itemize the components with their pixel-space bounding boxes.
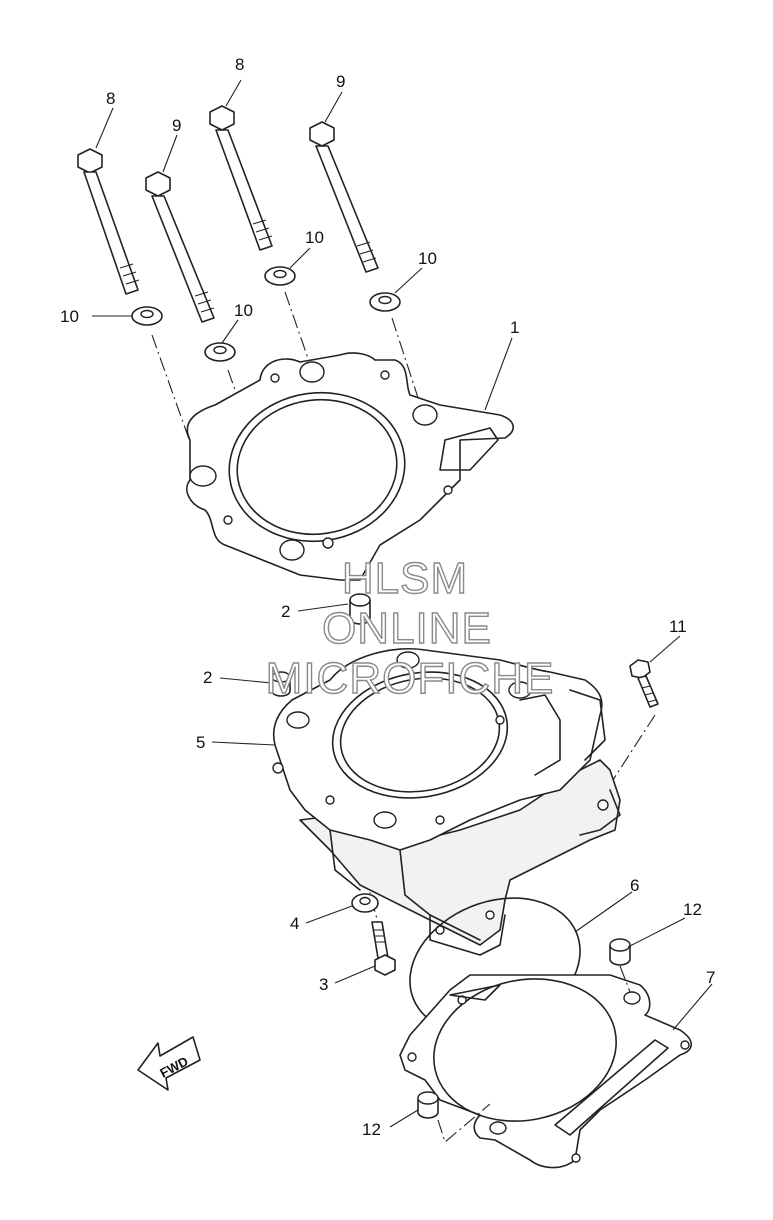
callout-9a: 9 (172, 116, 181, 135)
washer-4[interactable] (351, 893, 379, 913)
cylinder-base-gasket[interactable] (399, 962, 693, 1169)
watermark: HLSM ONLINE MICROFICHE (265, 553, 555, 703)
cylinder-head-gasket[interactable] (186, 352, 514, 581)
callout-2a: 2 (281, 602, 290, 621)
watermark-line-3: MICROFICHE (266, 654, 555, 703)
callout-11: 11 (669, 617, 687, 636)
callout-8a: 8 (106, 89, 115, 108)
callout-2b: 2 (203, 668, 212, 687)
callout-12a: 12 (683, 900, 702, 919)
callout-6: 6 (630, 876, 639, 895)
callout-10d: 10 (418, 249, 437, 268)
bolt-9-right[interactable] (309, 121, 379, 273)
cylinder-block[interactable] (272, 647, 621, 956)
callout-1: 1 (510, 318, 519, 337)
callout-4: 4 (290, 914, 299, 933)
callout-3: 3 (319, 975, 328, 994)
bolt-11[interactable] (629, 659, 659, 708)
bolt-3[interactable] (371, 921, 396, 976)
bolt-8-right[interactable] (209, 105, 273, 251)
leader-lines (92, 79, 713, 1128)
callout-5: 5 (196, 733, 205, 752)
watermark-line-2: ONLINE (322, 604, 492, 653)
washer-10-b[interactable] (204, 342, 236, 362)
washer-10-d[interactable] (369, 292, 401, 312)
washer-10-c[interactable] (264, 266, 296, 286)
dowel-12-upper-center (619, 965, 631, 993)
dowel-12-lower-center (437, 1103, 491, 1143)
dowel-2-lower[interactable] (271, 671, 291, 697)
callout-10a: 10 (60, 307, 79, 326)
fwd-arrow-icon: FWD (137, 1036, 201, 1091)
callout-9b: 9 (336, 72, 345, 91)
watermark-line-1: HLSM (342, 554, 468, 603)
dowel-12-lower[interactable] (417, 1091, 439, 1119)
dowel-12-upper[interactable] (609, 938, 631, 966)
washer-10-a[interactable] (131, 306, 163, 326)
callout-10c: 10 (305, 228, 324, 247)
dowel-2-upper[interactable] (349, 593, 371, 625)
callout-12b: 12 (362, 1120, 381, 1139)
bolt-8-left[interactable] (77, 148, 140, 295)
callout-8b: 8 (235, 55, 244, 74)
callout-labels: 8 9 8 9 10 10 10 10 1 2 2 5 4 3 6 7 11 1… (60, 55, 715, 1139)
bolt-9-left[interactable] (145, 171, 215, 323)
callout-10b: 10 (234, 301, 253, 320)
callout-7: 7 (706, 968, 715, 987)
